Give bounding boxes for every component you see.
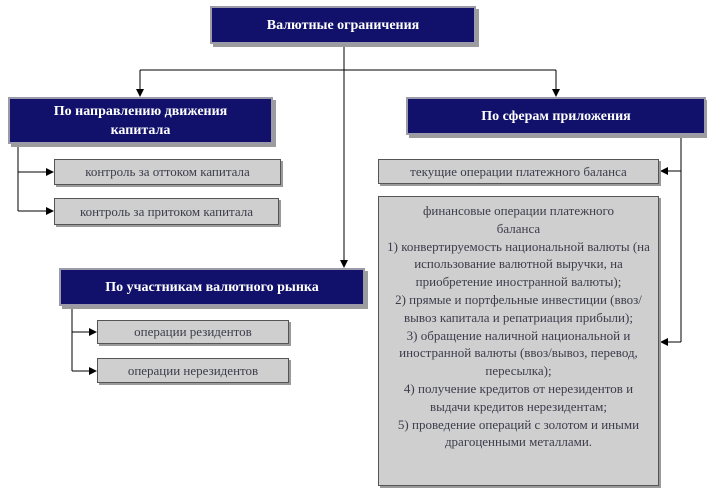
- item-capital-outflow-control: контроль за оттоком капитала: [54, 159, 281, 185]
- branch-participants-label: По участникам валютного рынка: [105, 279, 319, 295]
- item-financial-operations: финансовые операции платежного баланса 1…: [378, 196, 659, 486]
- item-current-operations: текущие операции платежного баланса: [378, 159, 659, 184]
- branch-spheres-label: По сферам приложения: [481, 108, 631, 124]
- item-resident-operations-text: операции резидентов: [134, 324, 252, 339]
- item-capital-outflow-control-text: контроль за оттоком капитала: [85, 164, 250, 179]
- financial-operations-item-5: 5) проведение операций с золотом и иными…: [397, 416, 640, 450]
- item-resident-operations: операции резидентов: [97, 320, 289, 344]
- financial-operations-item-3: 3) обращение наличной национальной и ино…: [399, 327, 638, 379]
- branch-participants-header: По участникам валютного рынка: [59, 268, 365, 306]
- item-capital-inflow-control-text: контроль за притоком капитала: [79, 203, 254, 219]
- diagram-title: Валютные ограничения: [210, 6, 476, 44]
- financial-operations-heading: финансовые операции платежного баланса: [422, 203, 615, 236]
- branch-direction-header: По направлению движения капитала: [8, 97, 273, 144]
- item-nonresident-operations: операции нерезидентов: [97, 358, 289, 383]
- branch-spheres-header: По сферам приложения: [406, 97, 706, 135]
- item-capital-inflow-control: контроль за притоком капитала: [54, 198, 279, 225]
- branch-direction-label: По направлению движения капитала: [53, 103, 228, 138]
- diagram-title-text: Валютные ограничения: [266, 17, 420, 33]
- financial-operations-item-2: 2) прямые и портфельные инвестиции (ввоз…: [395, 291, 642, 325]
- item-current-operations-text: текущие операции платежного баланса: [410, 163, 627, 179]
- financial-operations-item-4: 4) получение кредитов от нерезидентов и …: [403, 380, 634, 414]
- item-nonresident-operations-text: операции нерезидентов: [127, 362, 259, 378]
- financial-operations-item-1: 1) конвертируемость национальной валюты …: [387, 238, 650, 290]
